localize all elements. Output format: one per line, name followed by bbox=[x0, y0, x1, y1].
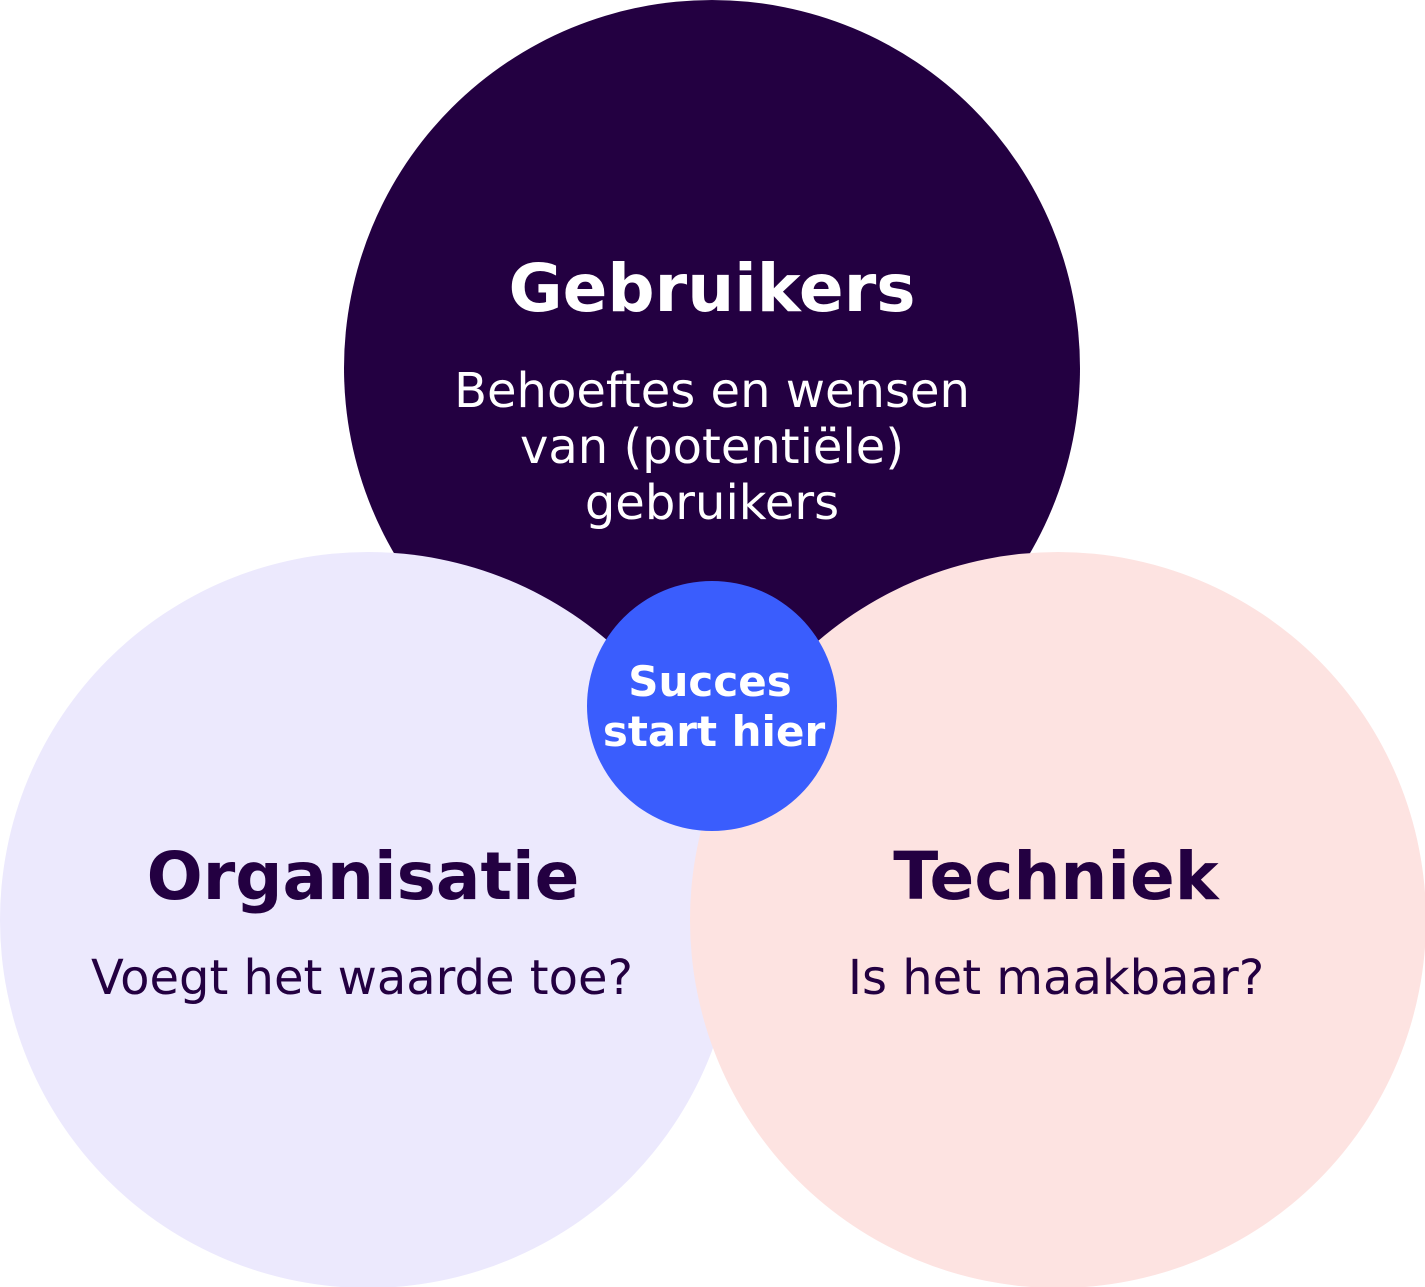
technique-subtitle: Is het maakbaar? bbox=[848, 950, 1264, 1006]
technique-circle bbox=[690, 552, 1425, 1287]
center-label-line: start hier bbox=[603, 707, 826, 756]
center-circle bbox=[587, 581, 837, 831]
center-label-line: Succes bbox=[628, 657, 791, 706]
organisation-title: Organisatie bbox=[147, 838, 580, 915]
organisation-subtitle: Voegt het waarde toe? bbox=[91, 950, 633, 1006]
users-description-line: van (potentiële) bbox=[520, 419, 904, 475]
organisation-circle bbox=[0, 552, 736, 1287]
users-circle bbox=[344, 0, 1080, 736]
users-title: Gebruikers bbox=[508, 250, 915, 327]
technique-title: Techniek bbox=[893, 838, 1220, 915]
users-description-line: gebruikers bbox=[585, 475, 839, 531]
users-description-line: Behoeftes en wensen bbox=[454, 363, 970, 419]
